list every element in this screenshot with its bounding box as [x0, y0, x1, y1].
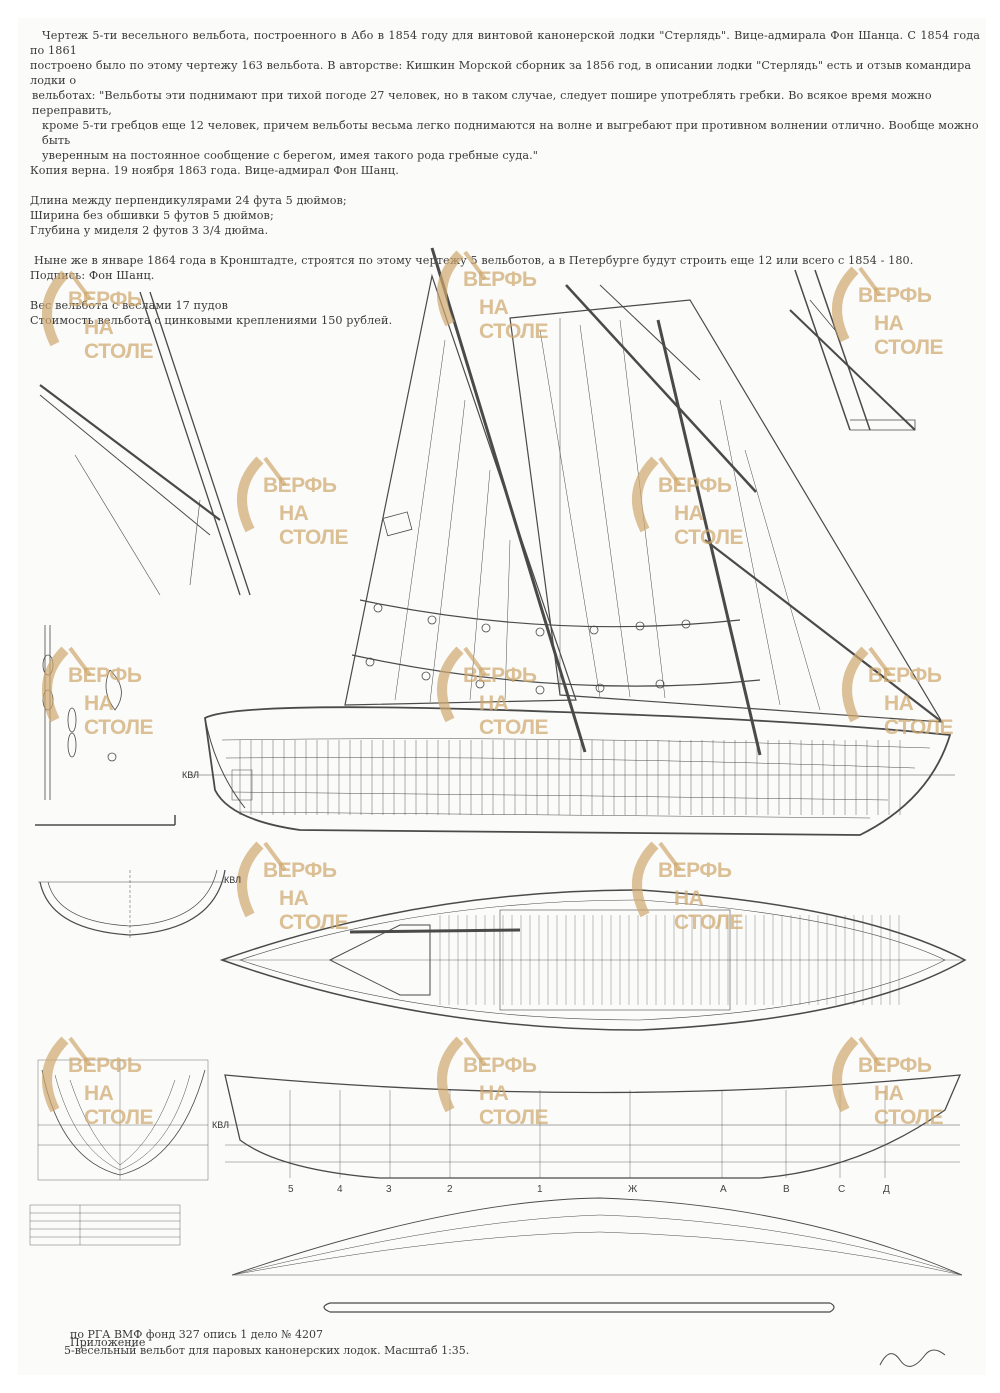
signature-mark: [879, 1349, 946, 1367]
watermark-emblem: [632, 456, 682, 533]
watermark-line2: НА СТОЛЕ: [874, 312, 944, 359]
deck-plan: [219, 889, 967, 1031]
rigging-detail: [39, 291, 251, 596]
kvl-label: КВЛ: [224, 875, 242, 885]
watermark-line2: НА СТОЛЕ: [84, 692, 154, 739]
watermark-line1: ВЕРФЬ: [463, 1054, 537, 1077]
station-label: 1: [537, 1184, 543, 1195]
watermark-logo: ВЕРФЬ НА СТОЛЕ: [30, 640, 170, 740]
station-label: 5: [288, 1184, 294, 1195]
kvl-label: КВЛ: [212, 1120, 230, 1130]
notes-line: вельботах: "Вельботы эти поднимают при т…: [32, 89, 932, 117]
main-mast: [656, 319, 762, 756]
watermark-logo: ВЕРФЬ НА СТОЛЕ: [620, 450, 760, 550]
scale-grid: [29, 1204, 181, 1246]
notes-line: построено было по этому чертежу 163 вель…: [30, 59, 972, 87]
watermark-line2: НА СТОЛЕ: [84, 1082, 154, 1129]
watermark-line2: НА СТОЛЕ: [479, 1082, 549, 1129]
oars: [323, 1302, 835, 1313]
drawing-description: 5-вёсельный вельбот для паровых канонерс…: [64, 1344, 470, 1357]
watermark-line2: НА СТОЛЕ: [674, 887, 744, 934]
watermark-line1: ВЕРФЬ: [658, 474, 732, 497]
station-label: А: [720, 1184, 727, 1195]
watermark-line2: НА СТОЛЕ: [674, 502, 744, 549]
length-spec: Длина между перпендикулярами 24 фута 5 д…: [30, 194, 347, 207]
archive-source: по РГА ВМФ фонд 327 опись 1 дело № 4207: [70, 1328, 323, 1341]
mast-head-detail: [789, 269, 916, 431]
cost-note: Стоимость вельбота с цинковыми крепления…: [30, 314, 393, 327]
watermark-line2: НА СТОЛЕ: [479, 692, 549, 739]
watermark-line2: НА СТОЛЕ: [884, 692, 954, 739]
watermark-emblem: [437, 250, 487, 327]
copy-note: Копия верна. 19 ноября 1863 года. Вице-а…: [30, 164, 399, 177]
body-plan: [37, 1059, 209, 1181]
watermark-logo: ВЕРФЬ НА СТОЛЕ: [820, 260, 960, 360]
weight-note: Вес вельбота с веслами 17 пудов: [30, 299, 229, 312]
watermark-line2: НА СТОЛЕ: [279, 887, 349, 934]
station-label: Д: [883, 1184, 890, 1195]
drawing-sheet: [18, 18, 986, 1375]
watermark-logo: ВЕРФЬ НА СТОЛЕ: [425, 244, 565, 344]
watermark-line1: ВЕРФЬ: [68, 664, 142, 687]
watermark-emblem: [632, 841, 682, 918]
watermark-emblem: [832, 266, 882, 343]
width-spec: Ширина без обшивки 5 футов 5 дюймов;: [30, 209, 274, 222]
midship-section: [38, 869, 226, 940]
watermark-logo: ВЕРФЬ НА СТОЛЕ: [830, 640, 970, 740]
watermark-line1: ВЕРФЬ: [263, 474, 337, 497]
notes-line: уверенным на постоянное сообщение с бере…: [42, 149, 539, 162]
yard: [565, 284, 757, 493]
station-label: 3: [386, 1184, 392, 1195]
watermark-line2: НА СТОЛЕ: [874, 1082, 944, 1129]
watermark-emblem: [437, 1036, 487, 1113]
station-label: В: [783, 1184, 790, 1195]
watermark-logo: ВЕРФЬ НА СТОЛЕ: [225, 450, 365, 550]
watermark-line2: НА СТОЛЕ: [479, 296, 549, 343]
sheer-plan: [224, 1074, 962, 1179]
watermark-logo: ВЕРФЬ НА СТОЛЕ: [820, 1030, 960, 1130]
notes-line: кроме 5-ти гребцов еще 12 человек, приче…: [42, 119, 979, 147]
watermark-line1: ВЕРФЬ: [263, 859, 337, 882]
watermark-line1: ВЕРФЬ: [68, 288, 142, 311]
station-label: 4: [337, 1184, 343, 1195]
watermark-logo: ВЕРФЬ НА СТОЛЕ: [30, 264, 170, 364]
watermark-line1: ВЕРФЬ: [658, 859, 732, 882]
appendix-title: Приложение: [70, 1336, 146, 1349]
kvl-label: КВЛ: [182, 770, 200, 780]
watermark-line2: НА СТОЛЕ: [84, 316, 154, 363]
watermark-logo: ВЕРФЬ НА СТОЛЕ: [425, 640, 565, 740]
watermark-logo: ВЕРФЬ НА СТОЛЕ: [225, 835, 365, 935]
watermark-line2: НА СТОЛЕ: [279, 502, 349, 549]
drawing-notes: Чертеж 5-ти весельного вельбота, построе…: [30, 28, 980, 328]
watermark-emblem: [42, 270, 92, 347]
watermark-logo: ВЕРФЬ НА СТОЛЕ: [30, 1030, 170, 1130]
station-label: С: [838, 1184, 846, 1195]
watermark-line1: ВЕРФЬ: [68, 1054, 142, 1077]
notes-line: Чертеж 5-ти весельного вельбота, построе…: [30, 29, 980, 57]
depth-spec: Глубина у миделя 2 футов 3 3/4 дюйма.: [30, 224, 269, 237]
station-label: Ж: [628, 1184, 638, 1195]
watermark-line1: ВЕРФЬ: [463, 664, 537, 687]
half-breadth-plan: [231, 1197, 963, 1276]
station-label: 2: [447, 1184, 453, 1195]
watermark-line1: ВЕРФЬ: [858, 284, 932, 307]
watermark-emblem: [437, 646, 487, 723]
fore-mast: [430, 247, 587, 753]
watermark-logo: ВЕРФЬ НА СТОЛЕ: [620, 835, 760, 935]
watermark-line1: ВЕРФЬ: [868, 664, 942, 687]
watermark-logo: ВЕРФЬ НА СТОЛЕ: [425, 1030, 565, 1130]
watermark-emblem: [842, 646, 892, 723]
watermark-emblem: [832, 1036, 882, 1113]
watermark-emblem: [42, 1036, 92, 1113]
watermark-emblem: [237, 841, 287, 918]
watermark-line1: ВЕРФЬ: [858, 1054, 932, 1077]
watermark-emblem: [42, 646, 92, 723]
watermark-emblem: [237, 456, 287, 533]
watermark-line1: ВЕРФЬ: [463, 268, 537, 291]
